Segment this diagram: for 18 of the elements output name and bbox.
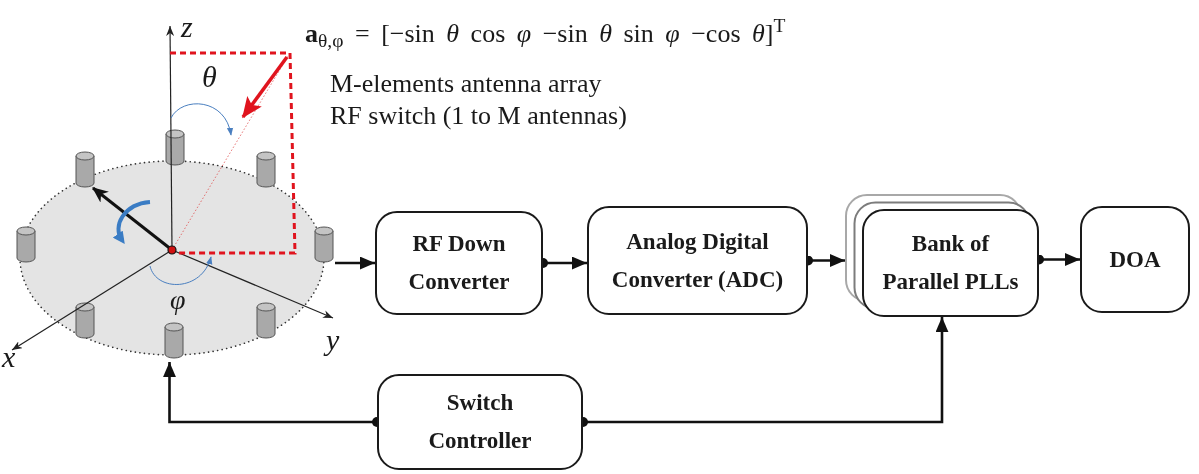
- process-box: [375, 211, 543, 315]
- formula: a$_{θ,φ}$ = [−sin θ cos φ −sin θ sin φ −cos θ]$^{T}$: [305, 14, 786, 53]
- annotation-text: M-elements antenna array: [330, 70, 602, 99]
- process-box: [587, 206, 808, 315]
- box-label: RF Down Converter: [407, 230, 511, 296]
- box-label: Analog Digital Converter (ADC): [610, 227, 785, 294]
- box-label: Switch Controller: [427, 389, 533, 455]
- stacked-process-box: [845, 194, 1039, 317]
- arrow: [335, 256, 375, 270]
- annotation-text: RF switch (1 to M antennas): [330, 102, 627, 131]
- process-box: [1080, 206, 1190, 313]
- box-label: Bank of Parallel PLLs: [881, 230, 1020, 296]
- axis-label: x: [2, 340, 16, 373]
- angle-label: φ: [170, 285, 186, 316]
- angle-label: θ: [202, 60, 217, 93]
- axis-label: z: [181, 10, 193, 43]
- process-box: [377, 374, 583, 470]
- box-label: DOA: [1109, 245, 1161, 274]
